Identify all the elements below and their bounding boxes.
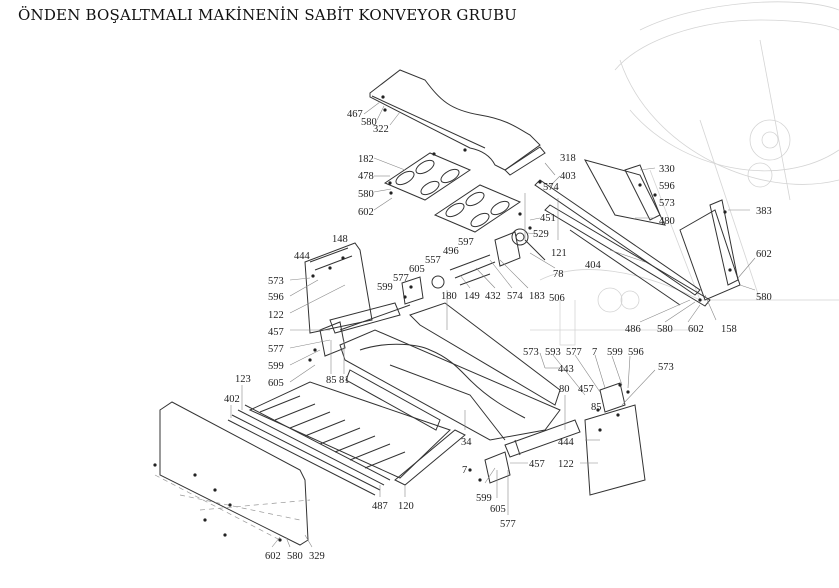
part-label: 457	[529, 459, 545, 470]
part-label: 599	[268, 361, 284, 372]
part-label: 597	[458, 237, 474, 248]
part-label: 577	[566, 347, 582, 358]
part-label: 322	[373, 124, 389, 135]
part-label: 457	[268, 327, 284, 338]
part-label: 183	[529, 291, 545, 302]
part-403-404-rails	[534, 159, 741, 307]
part-label: 580	[756, 292, 772, 303]
part-label: 404	[585, 260, 602, 271]
part-label: 580	[657, 324, 673, 335]
part-label: 573	[659, 198, 675, 209]
part-label: 318	[560, 153, 576, 164]
part-label: 605	[268, 378, 284, 389]
part-label: 330	[659, 164, 675, 175]
part-label: 605	[490, 504, 506, 515]
part-label: 580	[361, 117, 377, 128]
part-label: 158	[721, 324, 737, 335]
part-label: 120	[398, 501, 414, 512]
part-label: 85	[591, 402, 602, 413]
part-label: 574	[507, 291, 524, 302]
part-label: 7	[592, 347, 597, 358]
part-label: 451	[540, 213, 556, 224]
part-label: 34	[461, 437, 472, 448]
part-label: 78	[553, 269, 564, 280]
part-label: 596	[659, 181, 675, 192]
diagram-title: ÖNDEN BOŞALTMALI MAKİNENİN SABİT KONVEYO…	[18, 6, 518, 24]
part-label: 506	[549, 293, 565, 304]
part-label: 478	[358, 171, 374, 182]
part-label: 602	[756, 249, 772, 260]
part-label: 596	[628, 347, 644, 358]
leader-lines	[230, 101, 756, 548]
part-label: 480	[659, 216, 675, 227]
part-label: 596	[268, 292, 284, 303]
part-322-top-cover	[369, 69, 546, 176]
part-label: 443	[558, 364, 574, 375]
part-label: 573	[658, 362, 674, 373]
part-label: 577	[500, 519, 516, 530]
part-122-left-panel	[304, 242, 411, 357]
part-label: 444	[558, 437, 575, 448]
part-label: 80	[559, 384, 570, 395]
part-402-123-487-rails	[227, 369, 441, 496]
part-label: 7	[462, 465, 467, 476]
part-label: 383	[756, 206, 772, 217]
part-label: 182	[358, 154, 374, 165]
part-label: 467	[347, 109, 363, 120]
part-label: 122	[268, 310, 284, 321]
part-label: 403	[560, 171, 576, 182]
part-label: 593	[545, 347, 561, 358]
part-labels: 467 580 322 182 478 580 602 318 403 330 …	[224, 109, 772, 562]
part-label: 122	[558, 459, 574, 470]
part-label: 577	[393, 273, 409, 284]
part-label: 486	[625, 324, 641, 335]
part-label: 444	[294, 251, 311, 262]
part-329-front-panel	[154, 401, 311, 546]
part-label: 180	[441, 291, 457, 302]
part-478-plates	[383, 152, 522, 233]
part-label: 529	[533, 229, 549, 240]
part-label: 432	[485, 291, 501, 302]
part-label: 580	[287, 551, 303, 562]
part-label: 599	[607, 347, 623, 358]
part-label: 580	[358, 189, 374, 200]
part-label: 602	[358, 207, 374, 218]
part-label: 496	[443, 246, 459, 257]
part-label: 148	[332, 234, 348, 245]
part-label: 149	[464, 291, 480, 302]
part-label: 487	[372, 501, 388, 512]
part-label: 573	[523, 347, 539, 358]
part-label: 457	[578, 384, 594, 395]
part-label: 123	[235, 374, 251, 385]
part-label: 574	[543, 182, 560, 193]
fastener-dots	[153, 95, 732, 542]
part-label: 81	[339, 375, 350, 386]
part-label: 602	[265, 551, 281, 562]
part-label: 599	[476, 493, 492, 504]
part-label: 602	[688, 324, 704, 335]
part-label: 85	[326, 375, 337, 386]
part-label: 557	[425, 255, 441, 266]
part-label: 121	[551, 248, 567, 259]
part-label: 605	[409, 264, 425, 275]
part-label: 573	[268, 276, 284, 287]
part-label: 577	[268, 344, 284, 355]
part-120-belt-table	[248, 381, 466, 486]
part-label: 599	[377, 282, 393, 293]
part-180-frame	[339, 302, 561, 441]
part-122-right-panel	[484, 382, 646, 496]
part-label: 329	[309, 551, 325, 562]
part-label: 402	[224, 394, 240, 405]
